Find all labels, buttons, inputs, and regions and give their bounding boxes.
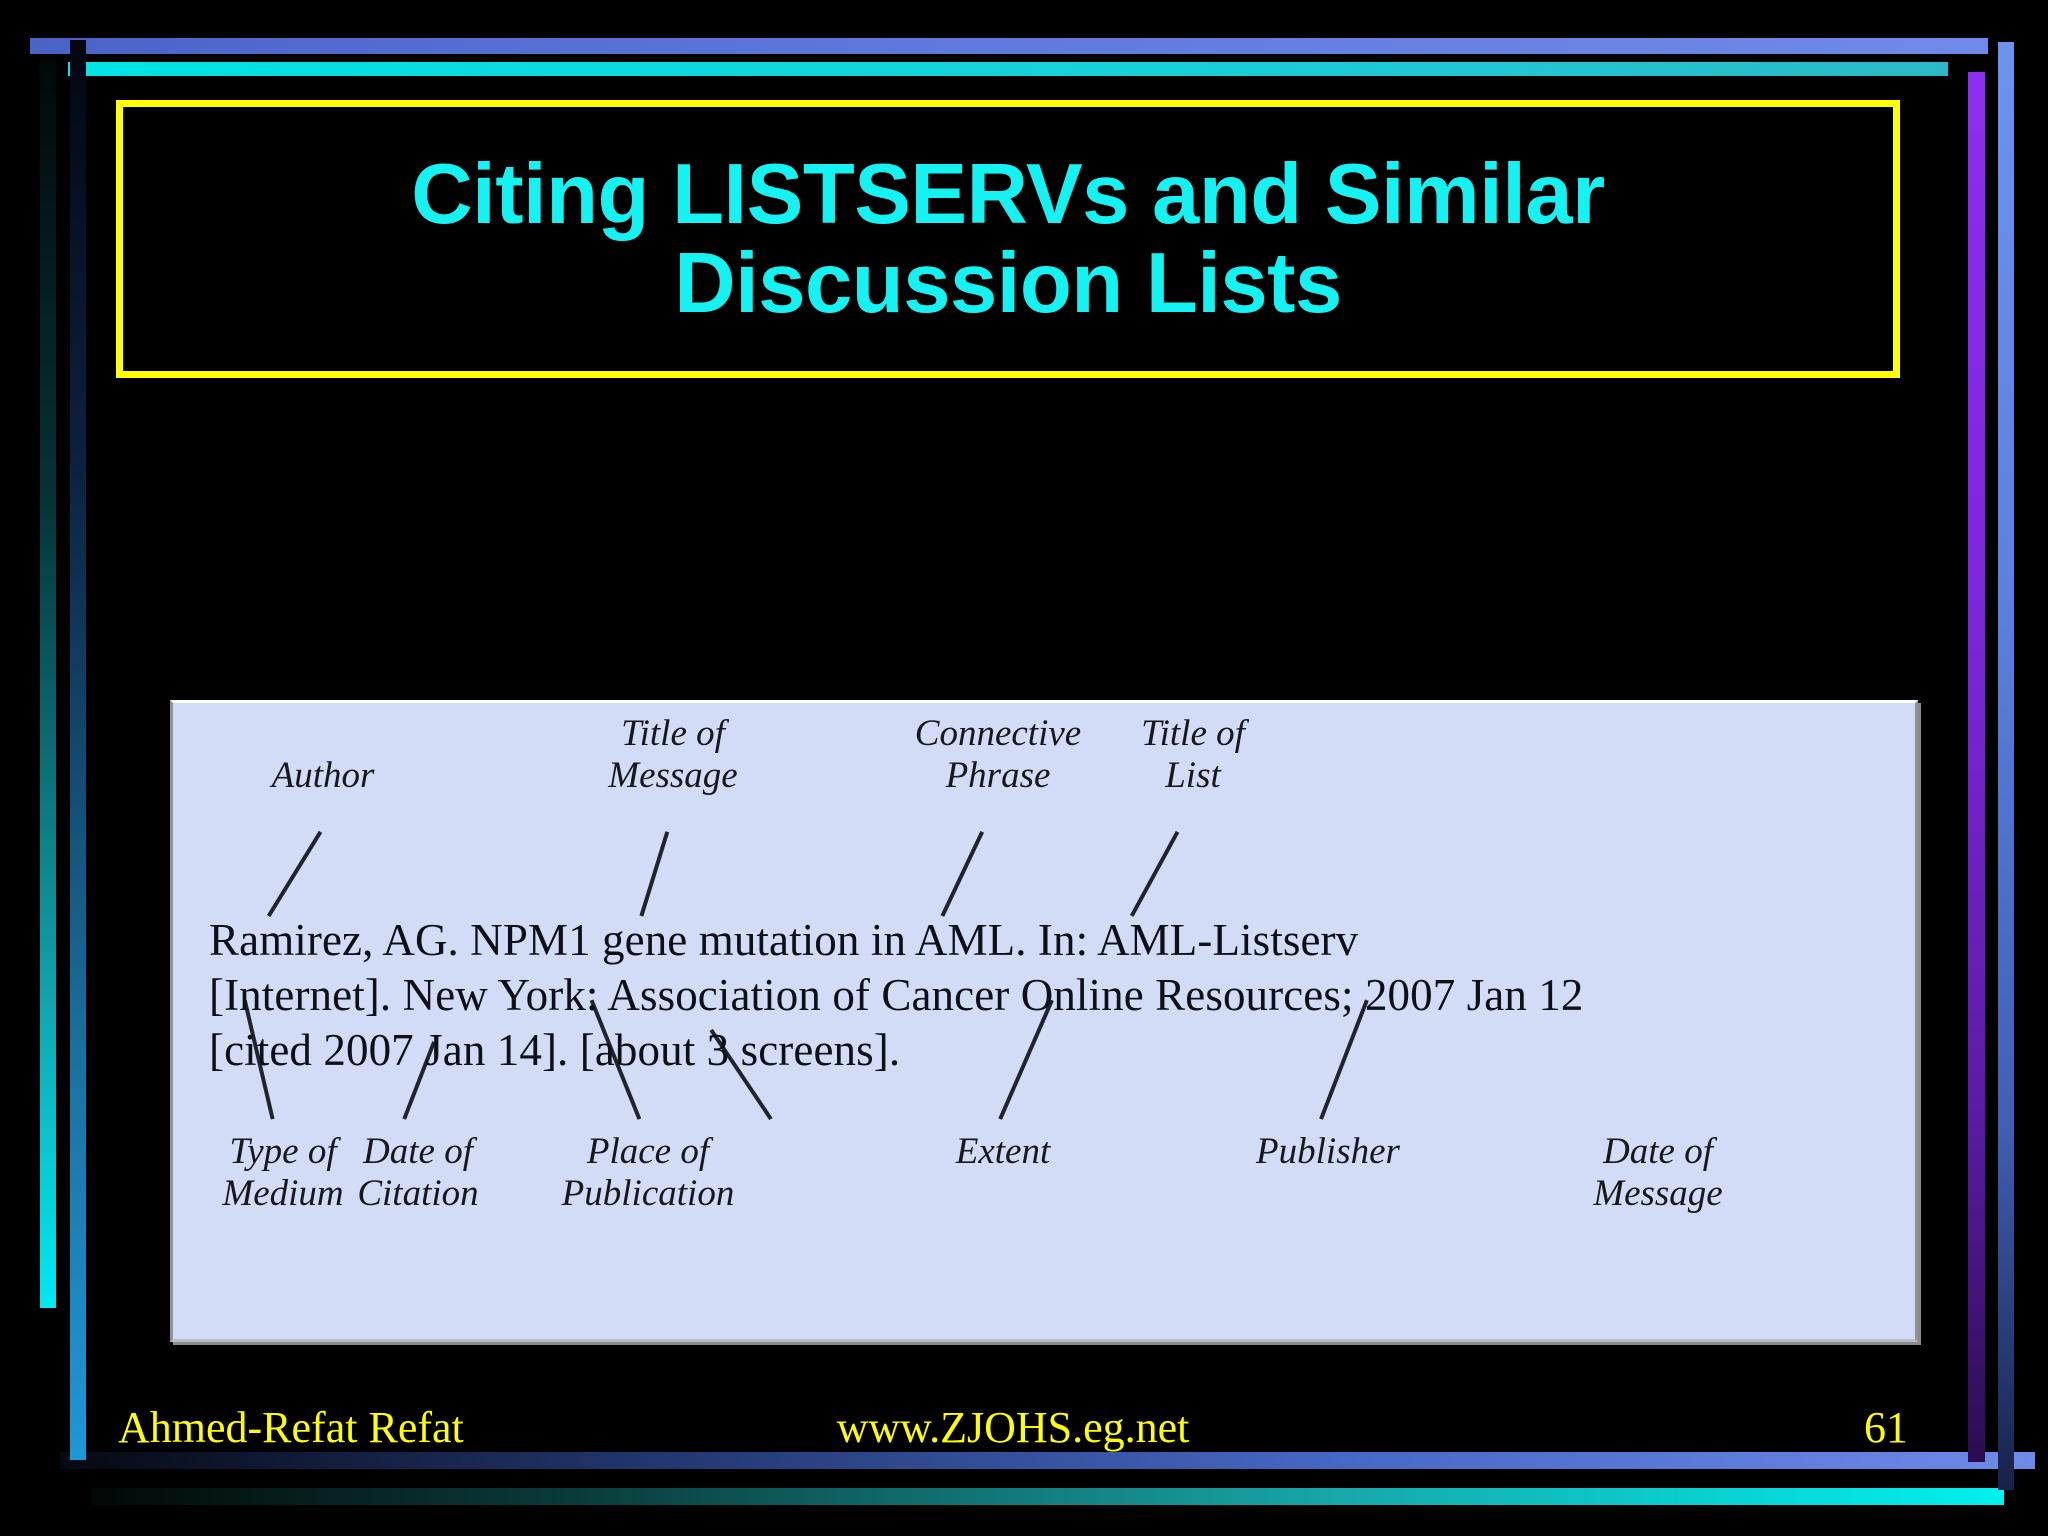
frame-bar-bottom-blue xyxy=(60,1452,2035,1469)
citation-line-2: [Internet]. New York: Association of Can… xyxy=(209,969,1584,1020)
citation-text: Ramirez, AG. NPM1 gene mutation in AML. … xyxy=(209,913,1889,1078)
callout-date-of-message: Date of Message xyxy=(1593,1131,1723,1215)
callout-connective-phrase: Connective Phrase xyxy=(914,713,1082,797)
callout-type-of-medium: Type of Medium xyxy=(222,1131,344,1215)
footer-page-number: 61 xyxy=(1863,1402,1908,1452)
footer-website: www.ZJOHS.eg.net xyxy=(836,1402,1190,1452)
callout-author: Author xyxy=(271,755,375,796)
callout-extent: Extent xyxy=(955,1131,1051,1172)
frame-bar-right-blue xyxy=(1998,42,2014,1490)
frame-bar-left-blue xyxy=(70,40,86,1460)
page-title: Citing LISTSERVs and Similar Discussion … xyxy=(411,146,1605,331)
callout-title-of-list: Title of List xyxy=(1141,713,1245,797)
title-box: Citing LISTSERVs and Similar Discussion … xyxy=(116,100,1900,378)
slide-footer: Ahmed-Refat Refat www.ZJOHS.eg.net 61 xyxy=(118,1396,1908,1458)
citation-line-3: [cited 2007 Jan 14]. [about 3 screens]. xyxy=(209,1024,901,1075)
frame-bar-bottom-cyan xyxy=(92,1488,2004,1505)
frame-bar-right-purple xyxy=(1968,72,1985,1462)
callout-date-of-citation: Date of Citation xyxy=(357,1131,479,1215)
footer-author: Ahmed-Refat Refat xyxy=(118,1402,464,1452)
callout-title-of-message: Title of Message xyxy=(608,713,738,797)
callout-place-of-publication: Place of Publication xyxy=(561,1131,735,1215)
citation-figure: Author Title of Message Connective Phras… xyxy=(170,700,1918,1342)
citation-line-1: Ramirez, AG. NPM1 gene mutation in AML. … xyxy=(209,915,1359,965)
frame-bar-top-cyan xyxy=(68,62,1948,76)
callout-publisher: Publisher xyxy=(1256,1131,1400,1172)
frame-bar-top-blue xyxy=(30,38,1988,54)
frame-bar-left-cyan xyxy=(40,58,56,1308)
